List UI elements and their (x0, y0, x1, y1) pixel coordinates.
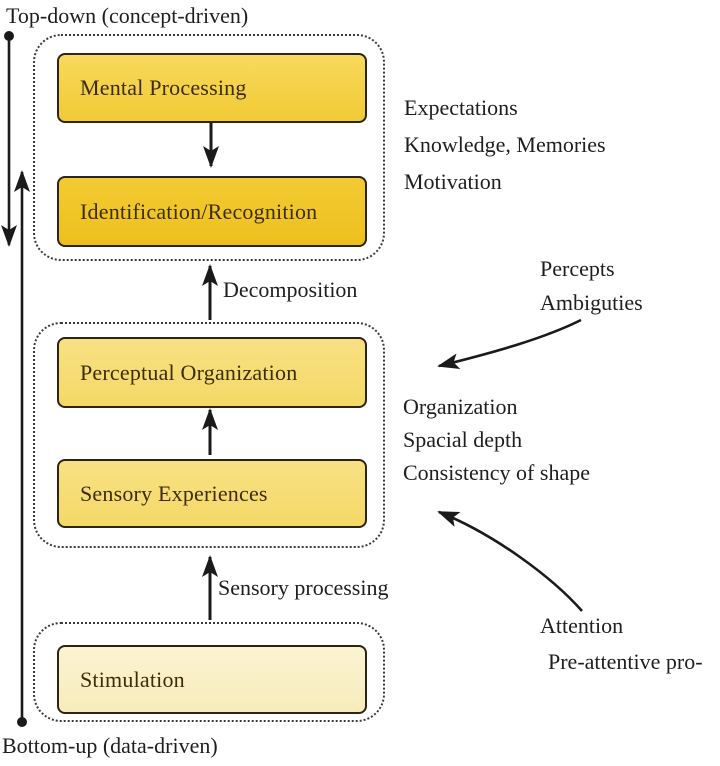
sensory-processing-label: Sensory processing (218, 575, 389, 600)
top-down-label: Top-down (concept-driven) (6, 3, 249, 28)
percepts-curved-arrow (437, 318, 582, 369)
annotation-percepts: Percepts Ambiguties (540, 252, 643, 320)
annotation-line: Ambiguties (540, 290, 643, 315)
perceptual-cluster: Perceptual Organization Sensory Experien… (33, 322, 385, 548)
identification-recognition-label: Identification/Recognition (80, 198, 318, 224)
mental-processing-box: Mental Processing (57, 53, 367, 123)
stimulation-box: Stimulation (57, 645, 367, 714)
stimulation-label: Stimulation (80, 666, 185, 692)
annotation-line: Attention (540, 613, 624, 638)
attention-curved-arrow (437, 510, 583, 612)
annotation-line: Spacial depth (403, 427, 523, 452)
annotation-line: Pre-attentive pro- (548, 649, 703, 674)
decomposition-label: Decomposition (223, 277, 358, 302)
identification-recognition-box: Identification/Recognition (57, 176, 367, 247)
perceptual-organization-label: Perceptual Organization (80, 359, 298, 385)
stimulus-cluster: Stimulation (33, 622, 385, 722)
annotation-line: Percepts (540, 256, 615, 281)
annotation-line: Expectations (404, 95, 518, 120)
sensory-experiences-label: Sensory Experiences (80, 480, 268, 506)
annotation-attention: Attention Pre-attentive pro- (540, 608, 703, 680)
annotation-line: Knowledge, Memories (404, 132, 606, 157)
annotation-line: Consistency of shape (403, 460, 590, 485)
bottom-up-origin-dot (17, 717, 27, 727)
annotation-expectations: Expectations Knowledge, Memories Motivat… (404, 89, 606, 200)
mental-processing-label: Mental Processing (80, 75, 247, 100)
annotation-organization: Organization Spacial depth Consistency o… (403, 390, 590, 489)
bottom-up-label: Bottom-up (data-driven) (2, 733, 218, 758)
top-down-origin-dot (4, 31, 14, 41)
perceptual-organization-box: Perceptual Organization (57, 337, 367, 408)
concept-driven-cluster: Mental Processing Identification/Recogni… (33, 34, 385, 261)
annotation-line: Organization (403, 394, 518, 419)
sensory-experiences-box: Sensory Experiences (57, 459, 367, 528)
annotation-line: Motivation (404, 169, 502, 194)
